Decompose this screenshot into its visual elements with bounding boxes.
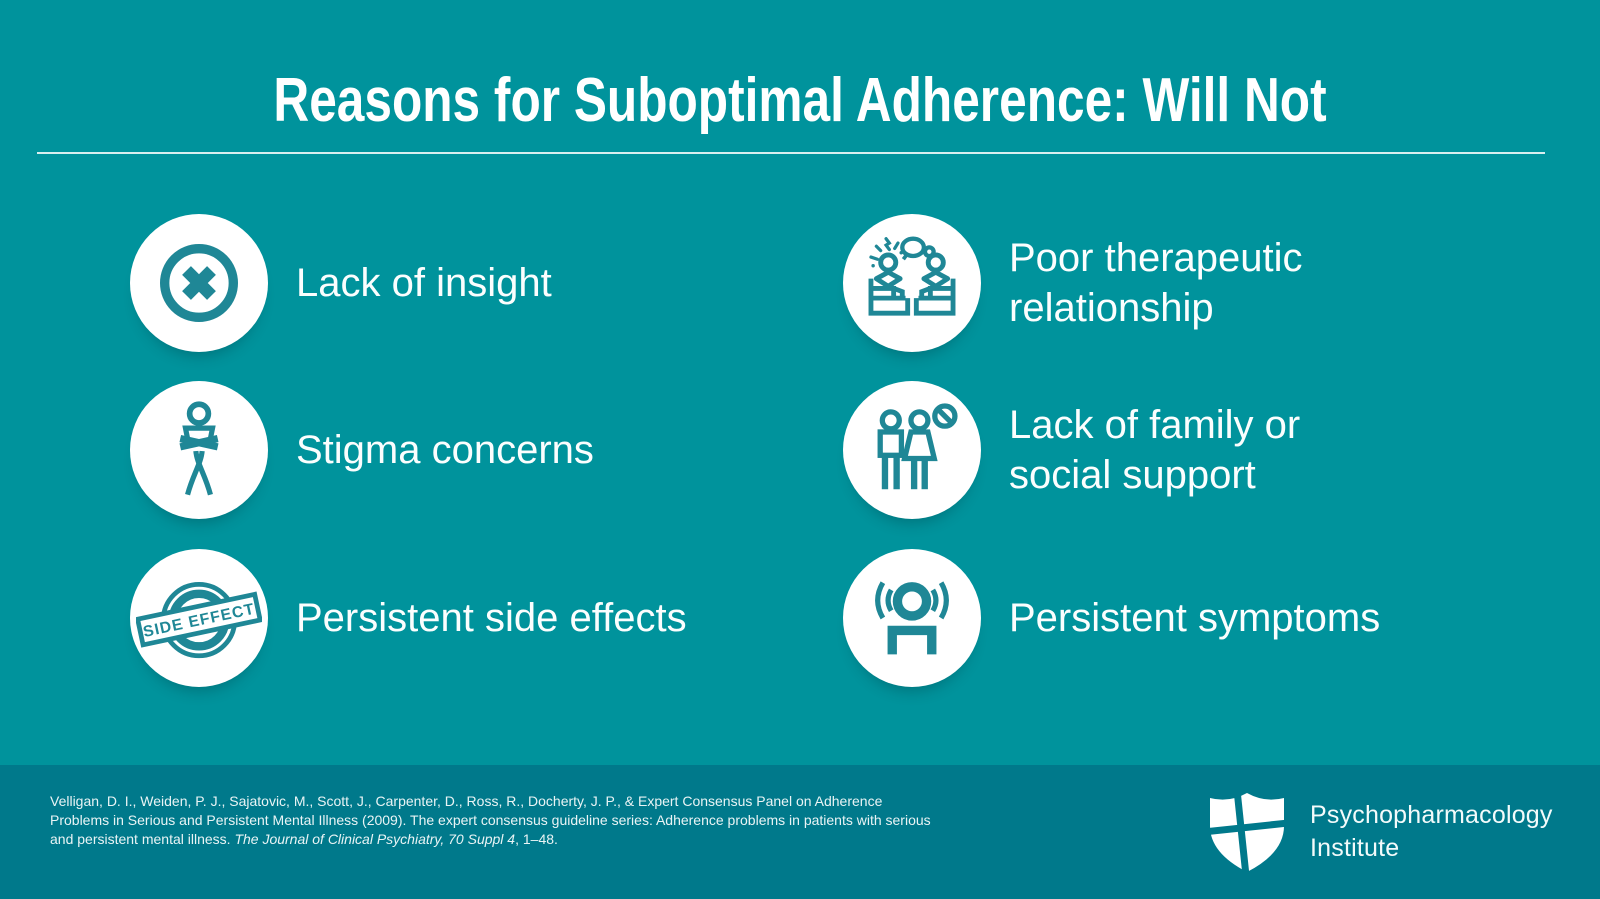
citation-journal: The Journal of Clinical Psychiatry, 70 S… (234, 831, 516, 847)
item-lack-of-family-or-social-support: Lack of family or social support (843, 381, 1300, 519)
citation-pages: , 1–48. (515, 831, 558, 847)
item-lack-of-insight: Lack of insight (130, 214, 552, 352)
icon-badge (843, 549, 981, 687)
person-vibration-icon (875, 581, 949, 655)
logo-text: Psychopharmacology Institute (1310, 799, 1553, 865)
institute-logo: Psychopharmacology Institute (1208, 775, 1553, 889)
item-poor-therapeutic-relationship: Poor therapeutic relationship (843, 214, 1303, 352)
x-circle-icon (160, 244, 238, 322)
item-persistent-symptoms: Persistent symptoms (843, 549, 1380, 687)
page-title: Reasons for Suboptimal Adherence: Will N… (273, 66, 1327, 135)
icon-badge (843, 214, 981, 352)
shield-logo-icon (1208, 790, 1286, 874)
side-effect-stamp-icon: SIDE EFFECT (136, 582, 262, 659)
ashamed-person-icon (179, 401, 219, 496)
family-prohibited-icon (877, 403, 958, 490)
item-persistent-side-effects: SIDE EFFECT Persistent side effects (130, 549, 687, 687)
citation: Velligan, D. I., Weiden, P. J., Sajatovi… (50, 792, 942, 849)
item-label: Lack of family or social support (1009, 403, 1301, 497)
item-label: Lack of insight (296, 261, 552, 305)
item-label: Stigma concerns (296, 428, 594, 472)
logo-line1: Psychopharmacology (1310, 801, 1553, 829)
logo-line2: Institute (1310, 834, 1400, 862)
icon-badge (130, 214, 268, 352)
title-divider (37, 152, 1545, 154)
citation-text: Velligan, D. I., Weiden, P. J., Sajatovi… (50, 793, 931, 847)
footer-band: Velligan, D. I., Weiden, P. J., Sajatovi… (0, 765, 1600, 899)
therapy-conversation-icon (868, 236, 956, 316)
icon-badge: SIDE EFFECT (130, 549, 268, 687)
icon-badge (130, 381, 268, 519)
item-stigma-concerns: Stigma concerns (130, 381, 594, 519)
item-label: Poor therapeutic relationship (1009, 236, 1303, 330)
icon-badge (843, 381, 981, 519)
item-label: Persistent side effects (296, 596, 687, 640)
item-label: Persistent symptoms (1009, 596, 1381, 640)
